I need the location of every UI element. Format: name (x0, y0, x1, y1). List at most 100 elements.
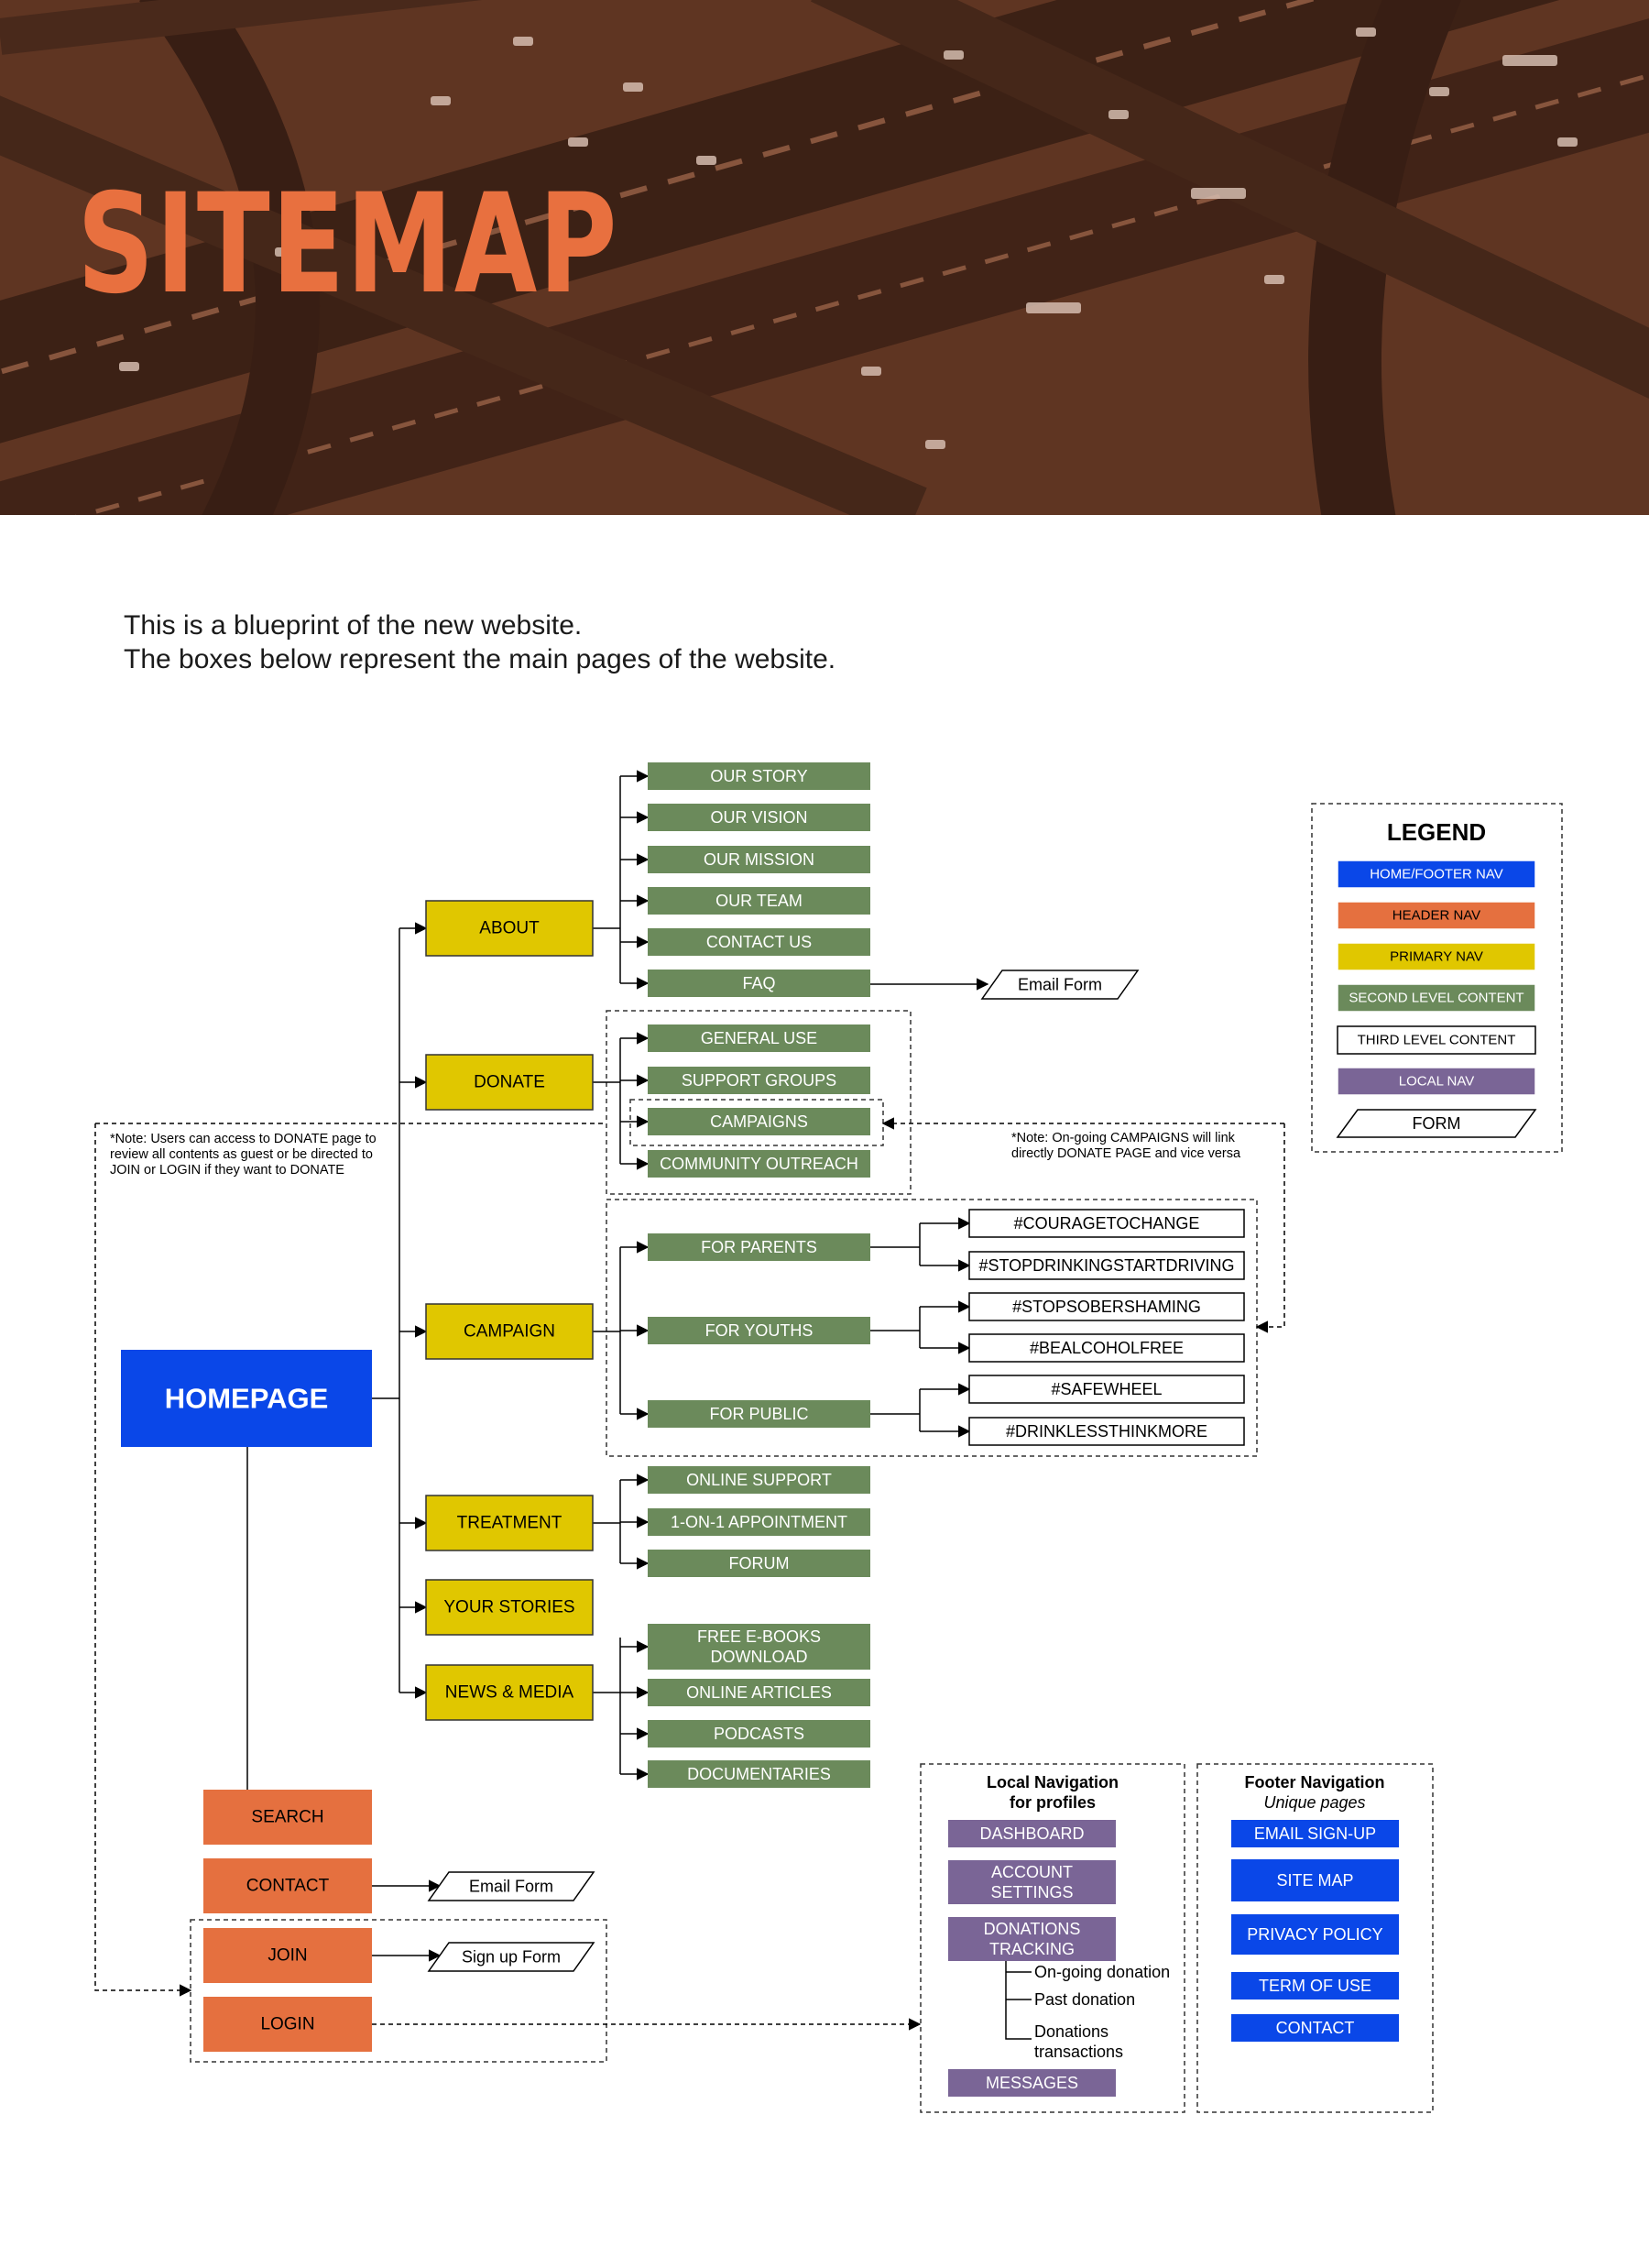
box-label: CAMPAIGN (464, 1322, 555, 1342)
connector-line (94, 1123, 192, 1997)
form-label: Email Form (1018, 976, 1102, 994)
box-label: FAQ (742, 974, 775, 992)
note-line: *Note: On-going CAMPAIGNS will link (1011, 1131, 1236, 1145)
box-label: #SAFEWHEEL (1051, 1380, 1162, 1398)
homepage-node: HOMEPAGE (121, 1350, 372, 1447)
campaign-tag-stopdrinkingstartdriving: #STOPDRINKINGSTARTDRIVING (968, 1251, 1245, 1280)
box-shape (425, 1054, 594, 1111)
box-shape (648, 1679, 870, 1706)
join-signup-form: Sign up Form (427, 1942, 595, 1972)
box-shape (203, 1928, 372, 1983)
connector-line (1005, 1961, 1032, 2040)
about-page-our-story: OUR STORY (648, 762, 870, 790)
news-page-online-articles: ONLINE ARTICLES (648, 1679, 870, 1706)
box-label: PRIMARY NAV (1390, 949, 1483, 965)
box-label: SITE MAP (1276, 1871, 1353, 1890)
form-shape (980, 970, 1140, 1000)
box-shape (648, 970, 870, 997)
box-shape (648, 887, 870, 915)
box-label: SECOND LEVEL CONTENT (1349, 991, 1523, 1006)
local-nav-account-settings: ACCOUNT SETTINGS (948, 1860, 1116, 1904)
box-shape (648, 1150, 870, 1178)
note-campaigns-link: *Note: On-going CAMPAIGNS will linkdirec… (1011, 1131, 1241, 1161)
treatment-page-online-support: ONLINE SUPPORT (648, 1466, 870, 1494)
box-shape (968, 1375, 1245, 1404)
campaign-tag-safewheel: #SAFEWHEEL (968, 1375, 1245, 1404)
footer-nav-title: Footer Navigation (1244, 1773, 1384, 1791)
primary-nav-donate: DONATE (425, 1054, 594, 1111)
box-label: SUPPORT GROUPS (682, 1071, 836, 1090)
primary-nav-about: ABOUT (425, 900, 594, 957)
tracking-past-donation: Past donation (1034, 1990, 1135, 2009)
legend-title: LEGEND (1387, 818, 1486, 846)
box-label: ABOUT (479, 919, 540, 938)
box-shape (968, 1292, 1245, 1321)
box-label: FOR YOUTHS (705, 1321, 814, 1340)
header-nav-login: LOGIN (203, 1997, 372, 2052)
box-shape (425, 1579, 594, 1636)
box-label: 1-ON-1 APPOINTMENT (671, 1513, 847, 1531)
join-login-group-frame (190, 1919, 607, 2063)
box-shape (648, 1720, 870, 1748)
box-label: CAMPAIGNS (710, 1112, 808, 1131)
campaign-group-for-youths: FOR YOUTHS (648, 1317, 870, 1344)
box-label: HOME/FOOTER NAV (1370, 867, 1503, 882)
local-nav-dashboard: DASHBOARD (948, 1820, 1116, 1847)
primary-nav-treatment: TREATMENT (425, 1495, 594, 1551)
box-label: EMAIL SIGN-UP (1254, 1824, 1376, 1843)
form-label: FORM (1413, 1114, 1461, 1133)
box-label: GENERAL USE (701, 1029, 817, 1047)
local-nav-subtitle: for profiles (1010, 1793, 1096, 1812)
box-label: FOR PARENTS (701, 1238, 817, 1256)
about-page-faq: FAQ (648, 970, 870, 997)
legend-item-local-nav: LOCAL NAV (1337, 1067, 1536, 1096)
primary-nav-news-media: NEWS & MEDIA (425, 1664, 594, 1721)
box-label: LOGIN (260, 2015, 314, 2034)
legend-item-header-nav: HEADER NAV (1337, 901, 1536, 930)
legend-item-third-level-content: THIRD LEVEL CONTENT (1337, 1025, 1536, 1055)
page-title: SITEMAP (77, 165, 619, 324)
news-page-podcasts: PODCASTS (648, 1720, 870, 1748)
box-label: #COURAGETOCHANGE (1014, 1214, 1200, 1233)
box-shape (203, 1997, 372, 2052)
campaign-group-for-parents: FOR PARENTS (648, 1233, 870, 1261)
campaign-tag-couragetochange: #COURAGETOCHANGE (968, 1209, 1245, 1238)
primary-nav-campaign: CAMPAIGN (425, 1303, 594, 1360)
box-label: ONLINE ARTICLES (686, 1683, 832, 1702)
campaign-tag-drinklessthinkmore: #DRINKLESSTHINKMORE (968, 1417, 1245, 1446)
box-shape (425, 1495, 594, 1551)
about-page-contact-us: CONTACT US (648, 928, 870, 956)
box-shape (948, 1860, 1116, 1904)
form-label: Sign up Form (462, 1948, 561, 1967)
box-label: CONTACT (1276, 2019, 1355, 2037)
intro-line-2: The boxes below represent the main pages… (124, 644, 836, 674)
box-label: ONLINE SUPPORT (686, 1471, 832, 1489)
note-donate-access: *Note: Users can access to DONATE page t… (110, 1132, 377, 1178)
box-shape (648, 1317, 870, 1344)
box-label: TERM OF USE (1259, 1977, 1371, 1995)
box-label: COMMUNITY OUTREACH (660, 1155, 858, 1173)
box-label: SETTINGS (990, 1883, 1073, 1901)
box-shape (203, 1790, 372, 1845)
box-shape (1337, 983, 1536, 1013)
box-label: FREE E-BOOKS (697, 1627, 821, 1646)
primary-nav-your-stories: YOUR STORIES (425, 1579, 594, 1636)
faq-email-form: Email Form (980, 970, 1140, 1000)
box-shape (1337, 1025, 1536, 1055)
box-label: ACCOUNT (991, 1863, 1073, 1881)
footer-nav-subtitle: Unique pages (1263, 1793, 1365, 1812)
box-label: OUR VISION (710, 808, 807, 827)
local-nav-frame (920, 1763, 1185, 2113)
box-shape (648, 846, 870, 873)
box-shape (648, 1466, 870, 1494)
box-shape (648, 762, 870, 790)
form-shape (1336, 1109, 1537, 1138)
footer-nav-frame (1196, 1763, 1434, 2113)
legend-item-home-footer-nav: HOME/FOOTER NAV (1337, 860, 1536, 889)
box-label: CONTACT (246, 1877, 330, 1896)
box-shape (1337, 901, 1536, 930)
box-shape (968, 1333, 1245, 1363)
note-line: JOIN or LOGIN if they want to DONATE (110, 1163, 344, 1178)
news-page-documentaries: DOCUMENTARIES (648, 1760, 870, 1788)
